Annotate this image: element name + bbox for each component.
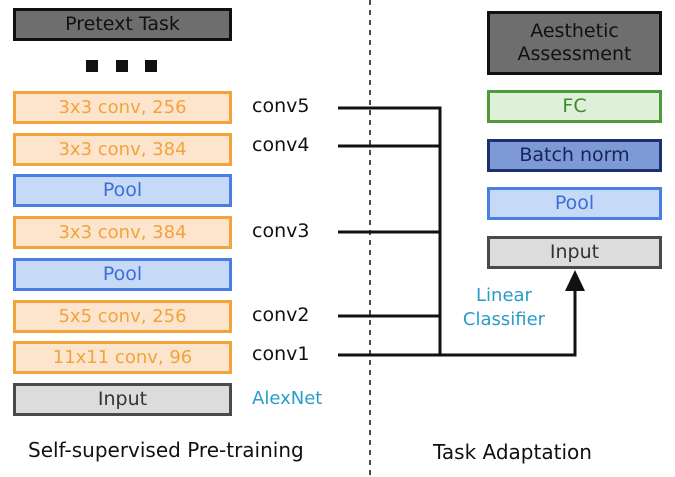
layer-conv2-label: 5x5 conv, 256 — [58, 305, 187, 327]
layer-pool-upper: Pool — [13, 174, 232, 207]
arrow-head-icon — [565, 270, 585, 291]
alexnet-label: AlexNet — [252, 388, 323, 409]
aesthetic-assessment-label: Aesthetic Assessment — [517, 20, 632, 65]
layer-conv2: 5x5 conv, 256 — [13, 300, 232, 333]
tag-conv4: conv4 — [252, 134, 310, 156]
pretext-task-label: Pretext Task — [65, 13, 180, 36]
tag-conv5: conv5 — [252, 95, 310, 117]
right-pool-label: Pool — [554, 192, 595, 215]
linear-classifier-label: Linear Classifier — [462, 285, 546, 331]
tag-conv3: conv3 — [252, 220, 310, 242]
layer-conv1-label: 11x11 conv, 96 — [52, 346, 193, 368]
task-adaptation-caption: Task Adaptation — [433, 440, 592, 464]
layer-conv5: 3x3 conv, 256 — [13, 91, 232, 124]
layer-pool-lower: Pool — [13, 258, 232, 291]
layer-input-label: Input — [97, 388, 148, 411]
aesthetic-assessment-box: Aesthetic Assessment — [487, 11, 662, 75]
ellipsis-dot-3 — [145, 60, 157, 72]
tag-conv2: conv2 — [252, 304, 310, 326]
layer-conv1: 11x11 conv, 96 — [13, 341, 232, 374]
layer-input: Input — [13, 383, 232, 416]
ellipsis-dot-1 — [86, 60, 98, 72]
layer-conv3: 3x3 conv, 384 — [13, 216, 232, 249]
batch-norm-layer: Batch norm — [487, 139, 662, 172]
layer-pool-upper-label: Pool — [102, 179, 143, 202]
tag-conv1: conv1 — [252, 343, 310, 365]
fc-layer: FC — [487, 90, 662, 123]
right-pool-layer: Pool — [487, 187, 662, 220]
layer-conv5-label: 3x3 conv, 256 — [58, 96, 187, 118]
pretext-task-box: Pretext Task — [13, 8, 232, 41]
right-input-label: Input — [549, 241, 600, 264]
layer-conv4: 3x3 conv, 384 — [13, 133, 232, 166]
fc-label: FC — [562, 95, 587, 118]
classifier-path — [440, 286, 577, 357]
ellipsis-dot-2 — [116, 60, 128, 72]
layer-conv3-label: 3x3 conv, 384 — [58, 221, 187, 243]
batch-norm-label: Batch norm — [519, 144, 630, 167]
right-input-layer: Input — [487, 236, 662, 269]
layer-conv4-label: 3x3 conv, 384 — [58, 138, 187, 160]
pretraining-caption: Self-supervised Pre-training — [28, 438, 304, 462]
layer-pool-lower-label: Pool — [102, 263, 143, 286]
feature-connectors — [338, 106, 577, 357]
